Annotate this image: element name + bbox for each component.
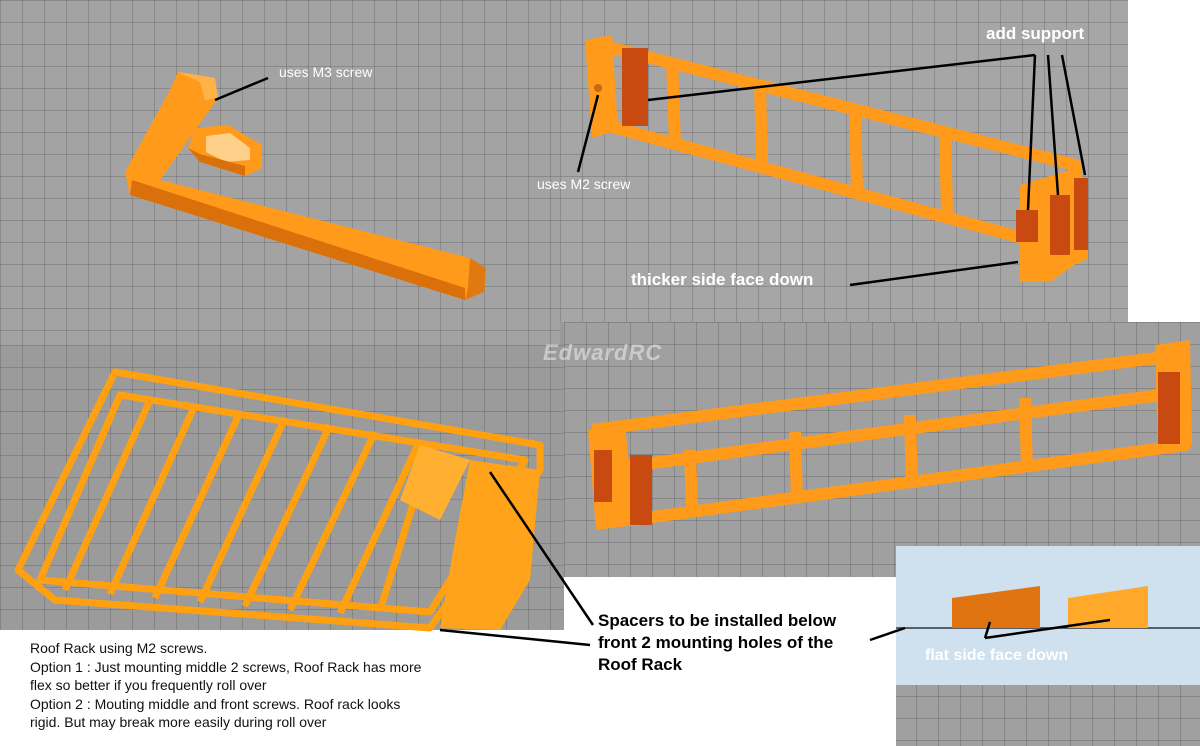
flat-side-label: flat side face down [925, 647, 1069, 664]
description-line: rigid. But may break more easily during … [30, 714, 327, 730]
side-rail-part [598, 39, 1088, 281]
description-line: Option 2 : Mouting middle and front scre… [30, 695, 401, 712]
watermark: EdwardRC [543, 340, 663, 365]
spacers-note-line: front 2 mounting holes of the [598, 633, 834, 652]
callout-lines [214, 53, 1111, 647]
note-background [564, 577, 896, 746]
side-rail-alt-ends [588, 340, 1192, 530]
viewport-top-left [0, 0, 560, 345]
l-bracket-part [125, 72, 486, 300]
side-rail-ends [585, 35, 1088, 282]
description-line: Option 1 : Just mounting middle 2 screws… [30, 658, 422, 675]
inset-spacers [896, 586, 1200, 629]
add-support-label: add support [986, 24, 1085, 43]
m3-screw-label: uses M3 screw [279, 64, 373, 80]
roof-rack-part [14, 368, 544, 632]
description-background [0, 630, 564, 746]
spacers-note-line: Roof Rack [598, 655, 683, 674]
thicker-side-label: thicker side face down [631, 270, 814, 289]
roof-rack-plate [400, 445, 540, 630]
description-line: Roof Rack using M2 screws. [30, 640, 208, 656]
spacers-note: Spacers to be installed below front 2 mo… [598, 610, 836, 676]
m2-screw-label: uses M2 screw [537, 176, 631, 192]
spacer-inset-view [896, 546, 1200, 685]
description-line: flex so better if you frequently roll ov… [30, 677, 267, 693]
white-corner [1128, 0, 1200, 322]
spacers-note-line: Spacers to be installed below [598, 611, 837, 630]
side-rail-alt-part [591, 349, 1191, 526]
roof-rack-description: Roof Rack using M2 screws. Option 1 : Ju… [30, 639, 550, 732]
small-spacer-part [188, 125, 262, 176]
